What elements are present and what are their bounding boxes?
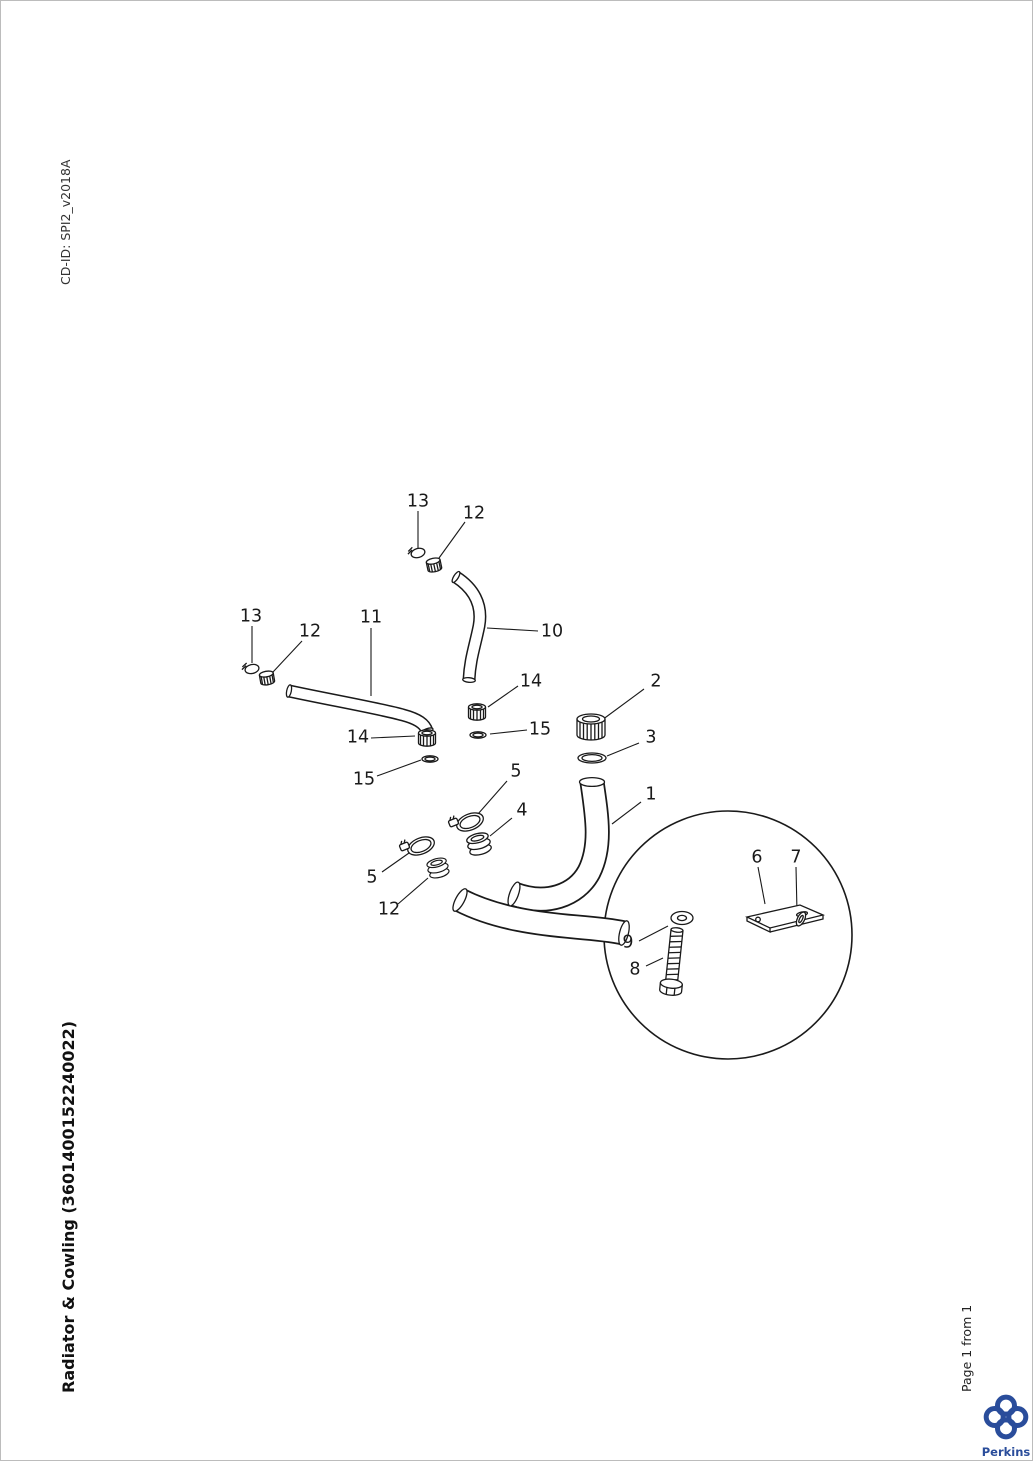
perkins-logo: Perkins: [980, 1394, 1032, 1459]
part-3-ring: [577, 752, 607, 764]
part-callout: 6: [751, 847, 763, 868]
part-callout: 11: [359, 607, 383, 628]
part-callout: 12: [298, 621, 322, 642]
leader-lines: [251, 511, 798, 967]
part-callout: 4: [516, 800, 528, 821]
perkins-logo-mark: [983, 1394, 1029, 1440]
part-callout: 2: [650, 671, 662, 692]
part-callout: 12: [377, 899, 401, 920]
part-7-wing-fastener: [795, 911, 807, 927]
part-callout: 15: [528, 719, 552, 740]
part-callout: 9: [622, 932, 634, 953]
part-callout: 8: [629, 959, 641, 980]
part-callout: 3: [645, 727, 657, 748]
part-2-connector: [576, 713, 606, 741]
part-callout: 1: [645, 784, 657, 805]
part-callout: 14: [519, 671, 543, 692]
diagram-root: [240, 511, 853, 1060]
part-callout: 5: [366, 867, 378, 888]
part-8-bolt: [659, 927, 684, 996]
part-callout: 7: [790, 847, 802, 868]
part-callout: 15: [352, 769, 376, 790]
hose-10: [451, 570, 487, 684]
part-callout: 12: [462, 503, 486, 524]
main-hose-assembly: [452, 776, 630, 946]
part-callout: 14: [346, 727, 370, 748]
part-callout: 10: [540, 621, 564, 642]
perkins-brand-text: Perkins: [981, 1445, 1031, 1459]
part-callout: 5: [510, 761, 522, 782]
part-callout: 13: [239, 606, 263, 627]
part-callout: 13: [406, 491, 430, 512]
part-9-washer: [670, 910, 694, 926]
